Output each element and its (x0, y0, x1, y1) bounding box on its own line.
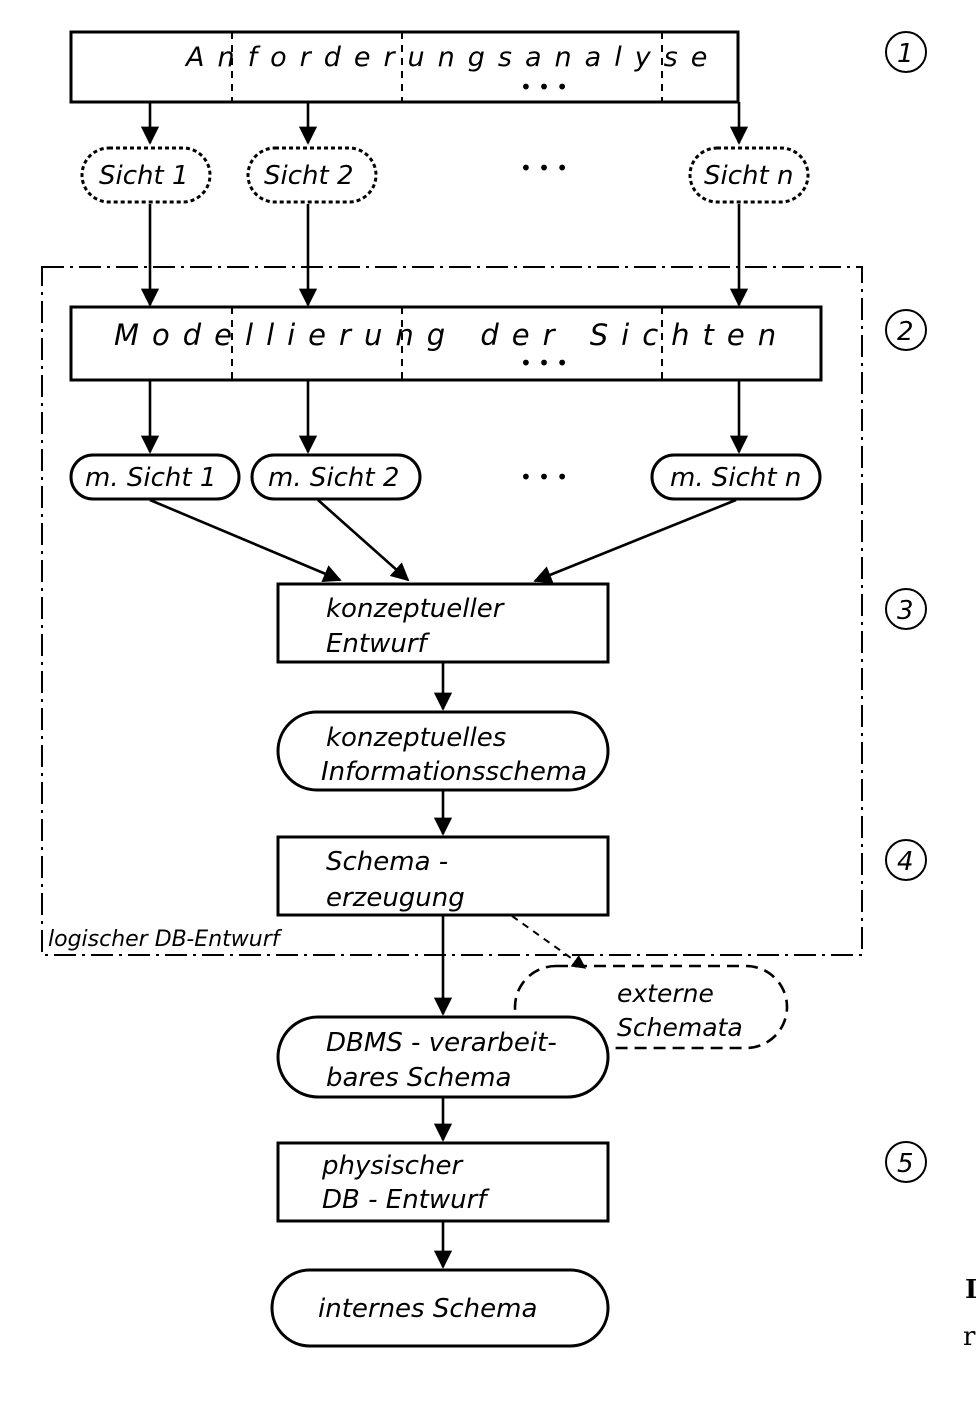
conceptual-schema-line1: konzeptuelles (326, 723, 506, 753)
svg-text:3: 3 (897, 596, 914, 626)
modelling-box: Modellierung der Sichten • • • (69, 305, 823, 382)
view-label-1: Sicht 1 (99, 161, 189, 191)
margin-fragment: r (963, 1322, 976, 1352)
dashed-arrow (511, 915, 587, 969)
internal-schema-label: internes Schema (318, 1294, 537, 1324)
schema-generation-line1: Schema - (326, 847, 448, 877)
ellipsis: • • • (520, 156, 568, 180)
modelled-view-2: m. Sicht 2 (250, 453, 422, 501)
conceptual-schema: konzeptuelles Informationsschema (276, 710, 610, 792)
dbms-schema-line1: DBMS - verarbeit- (326, 1028, 557, 1058)
modelling-label: Modellierung der Sichten (114, 318, 789, 352)
modelled-view-n: m. Sicht n (650, 453, 822, 501)
schema-generation-box: Schema - erzeugung (276, 835, 610, 917)
modelled-view-label-n: m. Sicht n (670, 463, 801, 493)
margin-fragment: I (965, 1275, 976, 1305)
phase-number-5: 5 (885, 1141, 927, 1183)
phase-number-1: 1 (885, 31, 927, 73)
svg-text:2: 2 (897, 317, 914, 347)
physical-design-box: physischer DB - Entwurf (276, 1141, 610, 1223)
modelled-view-1: m. Sicht 1 (69, 453, 241, 501)
modelled-view-label-1: m. Sicht 1 (85, 463, 216, 493)
conceptual-design-line1: konzeptueller (326, 594, 506, 624)
external-schemata-line2: Schemata (617, 1013, 743, 1042)
phase-number-4: 4 (885, 839, 927, 881)
dbms-schema: DBMS - verarbeit- bares Schema (276, 1015, 610, 1099)
svg-text:4: 4 (897, 847, 914, 877)
view-label-2: Sicht 2 (264, 161, 354, 191)
phase-number-2: 2 (885, 309, 927, 351)
logical-design-label: logischer DB-Entwurf (48, 927, 283, 952)
physical-design-line2: DB - Entwurf (322, 1185, 490, 1215)
internal-schema: internes Schema (270, 1268, 610, 1348)
svg-text:5: 5 (897, 1149, 914, 1179)
schema-generation-line2: erzeugung (326, 883, 465, 913)
svg-text:1: 1 (897, 39, 914, 69)
arrow (149, 498, 342, 583)
ellipsis: • • • (520, 465, 568, 489)
external-schemata: externe Schemata (513, 964, 789, 1050)
arrow (317, 499, 410, 582)
view-cloud-1: Sicht 1 (80, 146, 212, 204)
requirements-analysis-label: Anforderungsanalyse (184, 42, 720, 73)
conceptual-design-line2: Entwurf (326, 629, 431, 659)
phase-number-3: 3 (885, 588, 927, 630)
modelled-view-label-2: m. Sicht 2 (268, 463, 399, 493)
dbms-schema-line2: bares Schema (326, 1063, 511, 1093)
physical-design-line1: physischer (321, 1151, 464, 1181)
arrow (533, 498, 737, 584)
external-schemata-line1: externe (617, 979, 714, 1008)
requirements-analysis-box: Anforderungsanalyse • • • (69, 30, 740, 104)
view-cloud-2: Sicht 2 (246, 146, 378, 204)
logical-design-region (41, 266, 863, 956)
ellipsis: • • • (520, 75, 568, 99)
ellipsis: • • • (520, 351, 568, 375)
conceptual-design-box: konzeptueller Entwurf (276, 582, 610, 664)
conceptual-schema-line2: Informationsschema (321, 757, 587, 787)
view-cloud-n: Sicht n (688, 146, 810, 204)
view-label-n: Sicht n (704, 161, 793, 191)
